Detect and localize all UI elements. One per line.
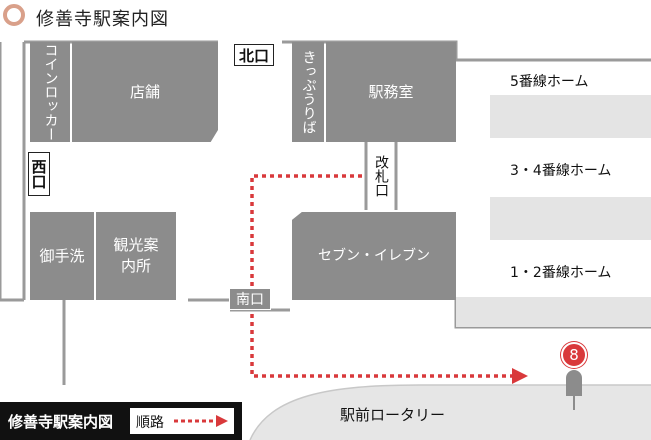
platform-strip-1	[490, 95, 651, 138]
store-block: 店舗	[72, 42, 218, 142]
station-office-block: 駅務室	[326, 42, 456, 142]
legend-box: 修善寺駅案内図 順路	[0, 402, 242, 440]
tourist-info-block: 観光案内所	[96, 212, 176, 300]
west-exit-label: 西口	[28, 152, 50, 196]
south-exit-label: 南口	[229, 288, 271, 310]
tourist-info-label: 観光案内所	[113, 236, 159, 275]
legend-route-key: 順路	[130, 408, 234, 434]
restroom-block: 御手洗	[30, 212, 94, 300]
north-exit-label: 北口	[234, 44, 274, 66]
rotary-area	[250, 385, 651, 440]
rotary-edge	[249, 384, 651, 440]
legend-route-label: 順路	[136, 415, 164, 431]
legend-title: 修善寺駅案内図	[8, 413, 114, 431]
left-wall	[0, 42, 24, 302]
title-marker-icon	[3, 4, 25, 26]
ticket-gate-label: 改札口	[368, 146, 394, 206]
platform-34-label: 3・4番線ホーム	[510, 163, 612, 179]
map-pin-icon	[566, 370, 582, 396]
page-title: 修善寺駅案内図	[36, 9, 169, 30]
route-path	[250, 174, 516, 378]
seven-eleven-block: セブン・イレブン	[292, 212, 456, 300]
route-arrowhead	[512, 368, 528, 384]
legend-route-arrow	[174, 415, 228, 427]
platform-12-label: 1・2番線ホーム	[510, 265, 612, 281]
marker-number-badge: 8	[561, 342, 587, 368]
coin-locker-block: コインロッカー	[30, 42, 70, 142]
platform-strip-2	[490, 197, 651, 240]
kippu-block: きっぷうりば	[292, 42, 324, 142]
platform-5-label: 5番線ホーム	[510, 74, 589, 90]
platform-strip-3	[456, 297, 651, 327]
map-pin-stem	[573, 394, 575, 410]
rotary-label: 駅前ロータリー	[340, 406, 446, 424]
